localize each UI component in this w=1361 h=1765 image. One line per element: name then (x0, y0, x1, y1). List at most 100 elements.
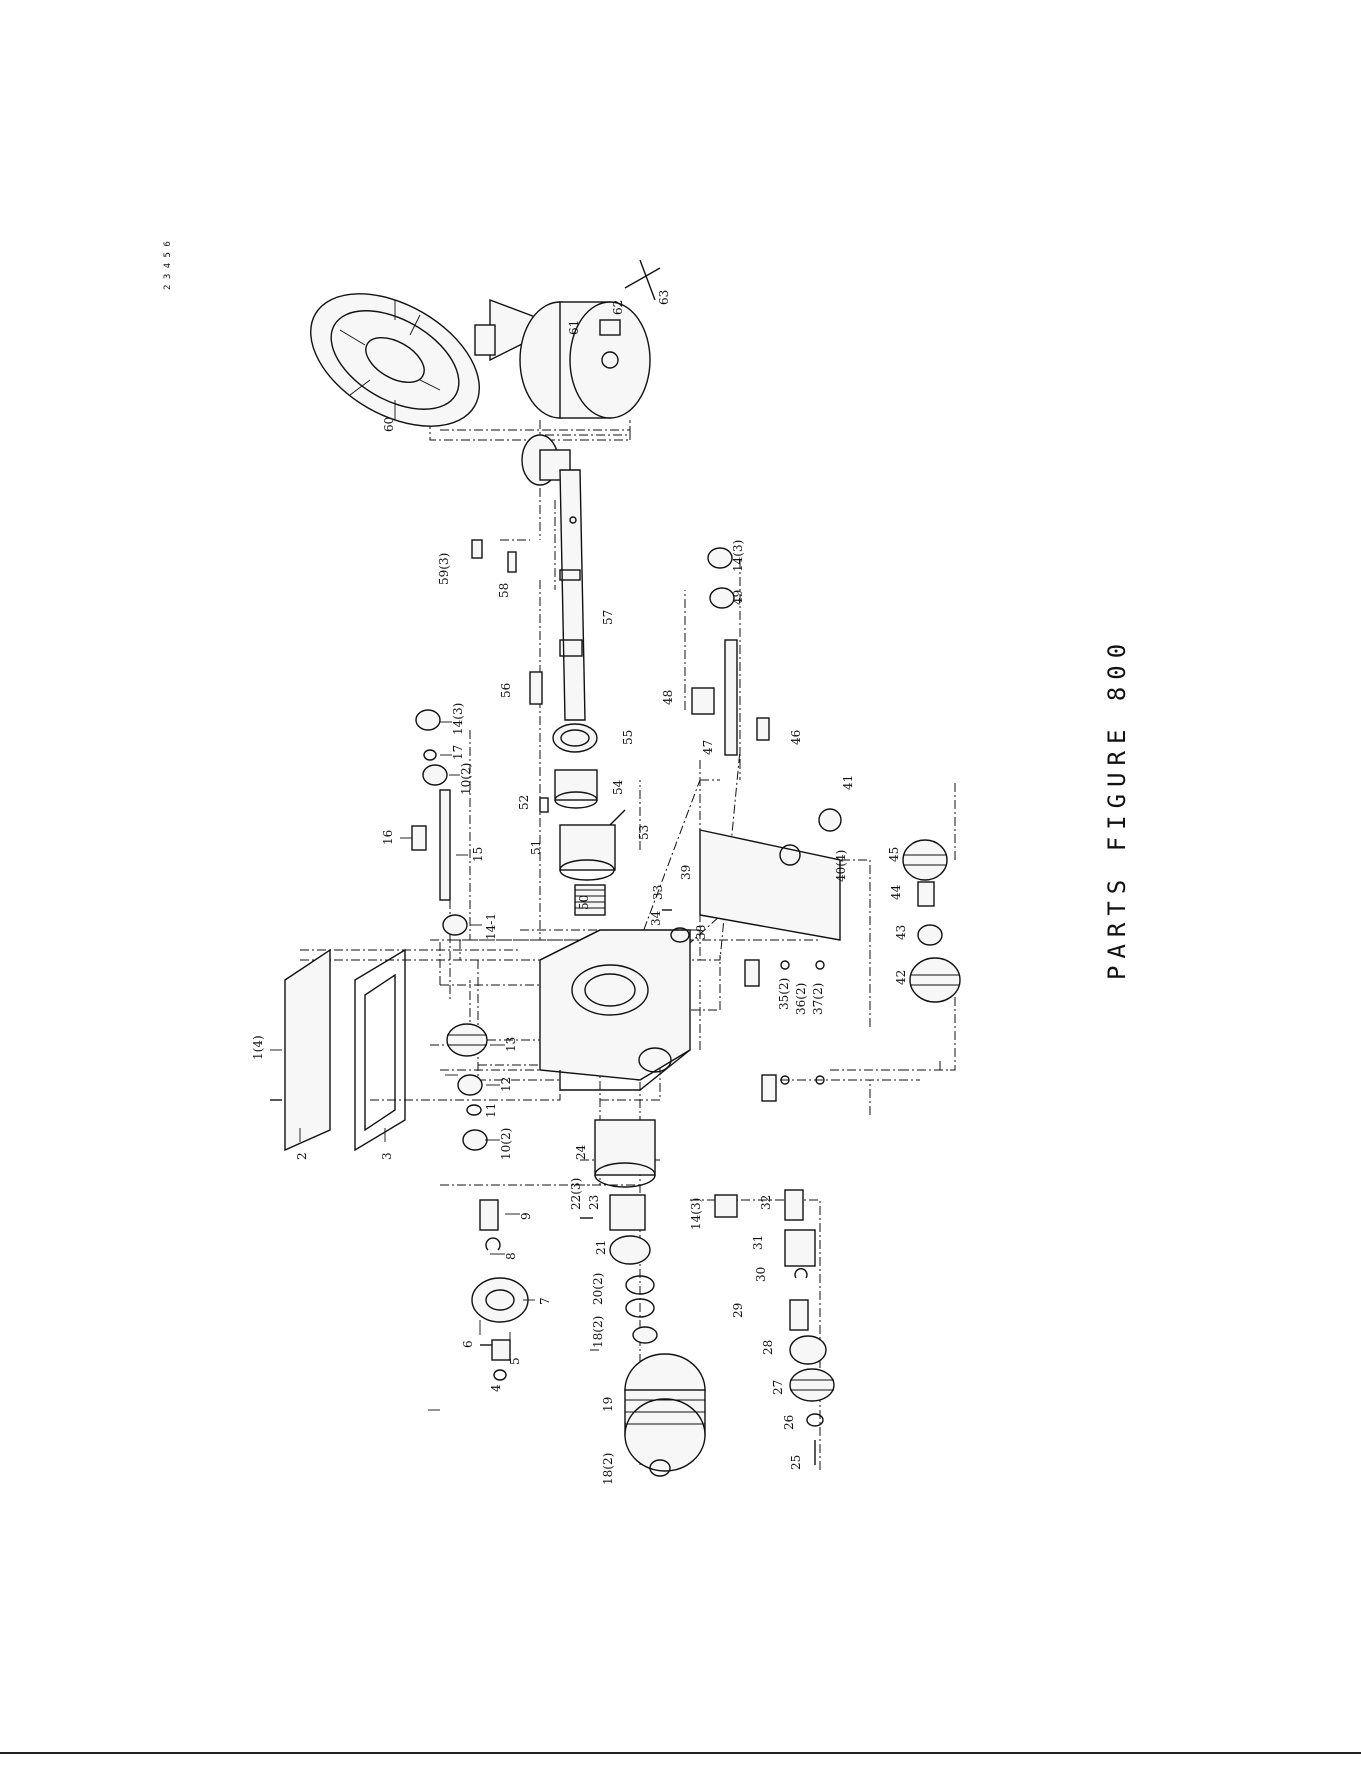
part-56-sleeve (530, 672, 542, 704)
callout-38: 38 (694, 925, 708, 940)
part-7-gear (472, 1278, 528, 1322)
callout-25: 25 (789, 1455, 803, 1470)
callout-61: 61 (567, 320, 581, 335)
callout-14-1: 14-1 (484, 913, 498, 940)
part-26-washer (807, 1414, 823, 1426)
part-59-screws (472, 540, 482, 558)
part-23-hub (610, 1195, 645, 1230)
header-mark: 2 3 4 5 6 (163, 241, 173, 290)
callout-60: 60 (382, 417, 396, 432)
callout-39: 39 (679, 865, 693, 880)
callout-18-2-lower: 18(2) (601, 1453, 615, 1485)
callout-26: 26 (782, 1415, 796, 1430)
part-63-chuck-key (625, 260, 660, 300)
callout-59-3: 59(3) (437, 553, 451, 585)
part-14-bearing-right (708, 548, 732, 568)
callout-23: 23 (587, 1195, 601, 1210)
callout-15: 15 (471, 847, 485, 862)
callout-10-2-upper: 10(2) (459, 763, 473, 795)
callout-2: 2 (295, 1152, 309, 1160)
callout-1-4: 1(4) (251, 1035, 265, 1060)
part-8-clip (486, 1238, 500, 1250)
part-47-shaft (725, 640, 737, 755)
callout-17: 17 (451, 745, 465, 760)
callout-20-2: 20(2) (591, 1273, 605, 1305)
callout-42: 42 (894, 970, 908, 985)
callout-8: 8 (504, 1252, 518, 1260)
part-39-cover-plate (700, 830, 840, 940)
part-19-pulley (625, 1354, 705, 1471)
callout-49: 49 (731, 590, 745, 605)
part-28-gear (790, 1336, 826, 1364)
part-62-chuck (520, 302, 650, 418)
part-15-shaft (440, 790, 450, 900)
callout-9: 9 (519, 1212, 533, 1220)
callout-51: 51 (529, 840, 543, 855)
part-35-plates (745, 960, 776, 1101)
callout-58: 58 (497, 583, 511, 598)
part-31-bushing (785, 1230, 815, 1266)
callout-19: 19 (601, 1397, 615, 1412)
part-10-bearing-upper (423, 765, 447, 785)
callout-14-3-right: 14(3) (731, 540, 745, 572)
part-10-bearing-lower (463, 1130, 487, 1150)
callout-10-2-lower: 10(2) (499, 1128, 513, 1160)
callout-32: 32 (759, 1195, 773, 1210)
callout-40-4: 40(4) (834, 850, 848, 882)
callout-33: 33 (651, 885, 665, 900)
callout-11: 11 (484, 1103, 498, 1118)
part-45-gear (903, 840, 947, 880)
part-14-bearing-upper (416, 710, 440, 730)
headstock-casting (540, 930, 690, 1090)
part-42-gear (910, 958, 960, 1002)
part-55-bearing (553, 724, 597, 752)
callout-50: 50 (577, 895, 591, 910)
callout-36-2: 36(2) (794, 983, 808, 1015)
part-17-washer (424, 750, 436, 760)
callout-55: 55 (621, 730, 635, 745)
part-52-key (540, 798, 548, 812)
callout-41: 41 (841, 775, 855, 790)
part-14-1-bearing (443, 915, 467, 935)
callout-54: 54 (611, 779, 625, 795)
part-9-sleeve (480, 1200, 498, 1230)
callout-57: 57 (601, 610, 615, 625)
callout-7: 7 (538, 1297, 552, 1305)
callout-31: 31 (751, 1235, 765, 1250)
part-24-housing (595, 1120, 655, 1187)
part-12-gear (458, 1075, 482, 1095)
callout-56: 56 (499, 683, 513, 698)
callout-37-2: 37(2) (811, 983, 825, 1015)
part-46-pin (757, 718, 769, 740)
callout-24: 24 (574, 1144, 588, 1160)
callout-62: 62 (611, 300, 625, 315)
callout-47: 47 (701, 740, 715, 755)
callout-44: 44 (889, 884, 903, 900)
callout-29: 29 (731, 1303, 745, 1318)
part-4-washer (494, 1370, 506, 1380)
callout-6: 6 (461, 1340, 475, 1348)
callout-46: 46 (789, 730, 803, 745)
callout-63: 63 (657, 290, 671, 305)
part-11-washer (467, 1105, 481, 1115)
callout-52: 52 (517, 795, 531, 810)
part-48-gear (692, 688, 714, 714)
callout-5: 5 (508, 1357, 522, 1365)
part-5-gear (492, 1340, 510, 1360)
part-58-key (508, 552, 516, 572)
callout-16: 16 (381, 830, 395, 845)
part-29-shaft (790, 1300, 808, 1330)
part-3-gasket (355, 950, 405, 1150)
callout-43: 43 (894, 925, 908, 940)
callout-21: 21 (594, 1240, 608, 1255)
page-bottom-rule (0, 1752, 1361, 1754)
callout-53: 53 (637, 825, 651, 840)
callout-27: 27 (771, 1380, 785, 1395)
callout-28: 28 (761, 1340, 775, 1355)
part-54-bearing (555, 770, 597, 808)
part-2-cover (285, 950, 330, 1150)
part-53-screw (610, 810, 625, 825)
callout-48: 48 (661, 690, 675, 705)
